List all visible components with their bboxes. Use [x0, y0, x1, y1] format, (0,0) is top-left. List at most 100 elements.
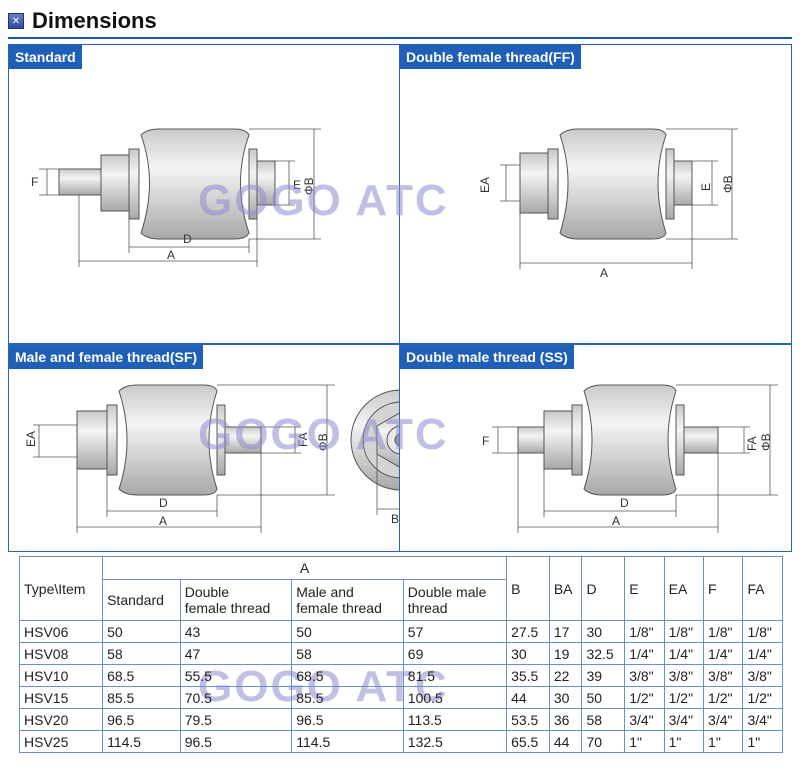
panel-label-standard: Standard: [9, 45, 82, 69]
table-cell: 1/4": [663, 642, 705, 665]
hex-nut-left: [519, 152, 549, 214]
row-type: HSV20: [18, 708, 104, 731]
col-header-sf: Male and female thread: [291, 579, 404, 621]
male-thread-right: [683, 426, 719, 454]
a-group-header: A: [102, 556, 508, 580]
panel-label-ss: Double male thread (SS): [400, 345, 574, 369]
section-bullet-icon: ✕: [8, 13, 24, 29]
table-cell: 1/8": [624, 620, 665, 643]
table-cell: 70: [581, 730, 626, 753]
table-cell: 1/4": [703, 642, 744, 665]
ss-valve-drawing: F FA ΦB D A: [482, 384, 778, 533]
table-cell: 39: [581, 664, 626, 687]
row-type: HSV08: [18, 642, 104, 665]
table-cell: 96.5: [291, 708, 404, 731]
dim-b: ΦB: [759, 433, 773, 451]
panel-sf: Male and female thread(SF) EA FA ΦB D: [8, 344, 452, 552]
standard-valve-drawing: F E ΦB D A: [31, 128, 321, 267]
dim-f: F: [31, 175, 38, 189]
valve-body: [140, 128, 250, 240]
table-cell: 1/2": [663, 686, 705, 709]
table-cell: 30: [506, 642, 550, 665]
table-cell: 3/4": [703, 708, 744, 731]
table-cell: 68.5: [102, 664, 181, 687]
female-port-right: [673, 160, 693, 206]
table-cell: 1/8": [742, 620, 783, 643]
panel-label-sf: Male and female thread(SF): [9, 345, 204, 369]
table-cell: 96.5: [102, 708, 181, 731]
col-header-ff: Double female thread: [179, 579, 293, 621]
col-header-ss: Double male thread: [402, 579, 508, 621]
table-cell: 3/8": [742, 664, 783, 687]
table-cell: 1/8": [703, 620, 744, 643]
dim-fa: FA: [296, 432, 310, 447]
table-cell: 3/8": [624, 664, 665, 687]
table-cell: 57: [402, 620, 508, 643]
table-cell: 50: [102, 620, 181, 643]
dim-d: D: [620, 496, 629, 510]
table-cell: 58: [291, 642, 404, 665]
dim-d: D: [159, 496, 168, 510]
dim-f: F: [482, 434, 489, 448]
col-header-ba: BA: [548, 556, 583, 621]
table-cell: 44: [506, 686, 550, 709]
table-cell: 44: [548, 730, 583, 753]
table-cell: 65.5: [506, 730, 550, 753]
hex-nut-left: [543, 410, 573, 470]
table-cell: 3/4": [663, 708, 705, 731]
table-cell: 3/4": [742, 708, 783, 731]
panel-ss: Double male thread (SS) F FA ΦB D A: [399, 344, 792, 552]
table-cell: 22: [548, 664, 583, 687]
table-cell: 30: [581, 620, 626, 643]
col-header-b: B: [506, 556, 550, 621]
table-cell: 3/8": [703, 664, 744, 687]
dim-a: A: [600, 266, 608, 280]
dim-d: D: [183, 232, 192, 246]
table-cell: 55.5: [179, 664, 293, 687]
ff-valve-drawing: EA E ΦB A: [478, 128, 738, 280]
hex-nut-left: [76, 410, 108, 470]
table-cell: 68.5: [291, 664, 404, 687]
female-port-right: [256, 160, 276, 206]
hex-nut-left: [100, 154, 130, 212]
table-cell: 35.5: [506, 664, 550, 687]
valve-body: [118, 384, 218, 496]
table-cell: 50: [581, 686, 626, 709]
valve-body: [583, 384, 677, 496]
table-cell: 19: [548, 642, 583, 665]
male-thread-left: [517, 426, 545, 454]
table-cell: 79.5: [179, 708, 293, 731]
dim-a: A: [167, 248, 175, 262]
dim-ea: EA: [478, 177, 492, 193]
table-cell: 1/4": [624, 642, 665, 665]
table-cell: 1/2": [703, 686, 744, 709]
dim-fa: FA: [745, 436, 759, 451]
table-cell: 85.5: [102, 686, 181, 709]
table-cell: 47: [179, 642, 293, 665]
dim-e: E: [699, 183, 713, 191]
dim-a: A: [159, 514, 167, 528]
spec-table: Type\Item A B BA D E EA F FA Standard Do…: [18, 556, 783, 753]
table-cell: 58: [581, 708, 626, 731]
dim-ea: EA: [24, 431, 38, 447]
col-header-ea: EA: [663, 556, 705, 621]
table-cell: 30: [548, 686, 583, 709]
table-cell: 96.5: [179, 730, 293, 753]
table-cell: 114.5: [291, 730, 404, 753]
table-cell: 113.5: [402, 708, 508, 731]
table-cell: 50: [291, 620, 404, 643]
col-header-fa: FA: [742, 556, 783, 621]
title-rule: [8, 37, 792, 39]
col-header-standard: Standard: [102, 579, 181, 621]
table-cell: 32.5: [581, 642, 626, 665]
valve-body: [559, 128, 667, 240]
table-cell: 3/8": [663, 664, 705, 687]
table-cell: 1": [742, 730, 783, 753]
section-title-text: Dimensions: [32, 8, 157, 33]
row-type: HSV15: [18, 686, 104, 709]
table-cell: 43: [179, 620, 293, 643]
